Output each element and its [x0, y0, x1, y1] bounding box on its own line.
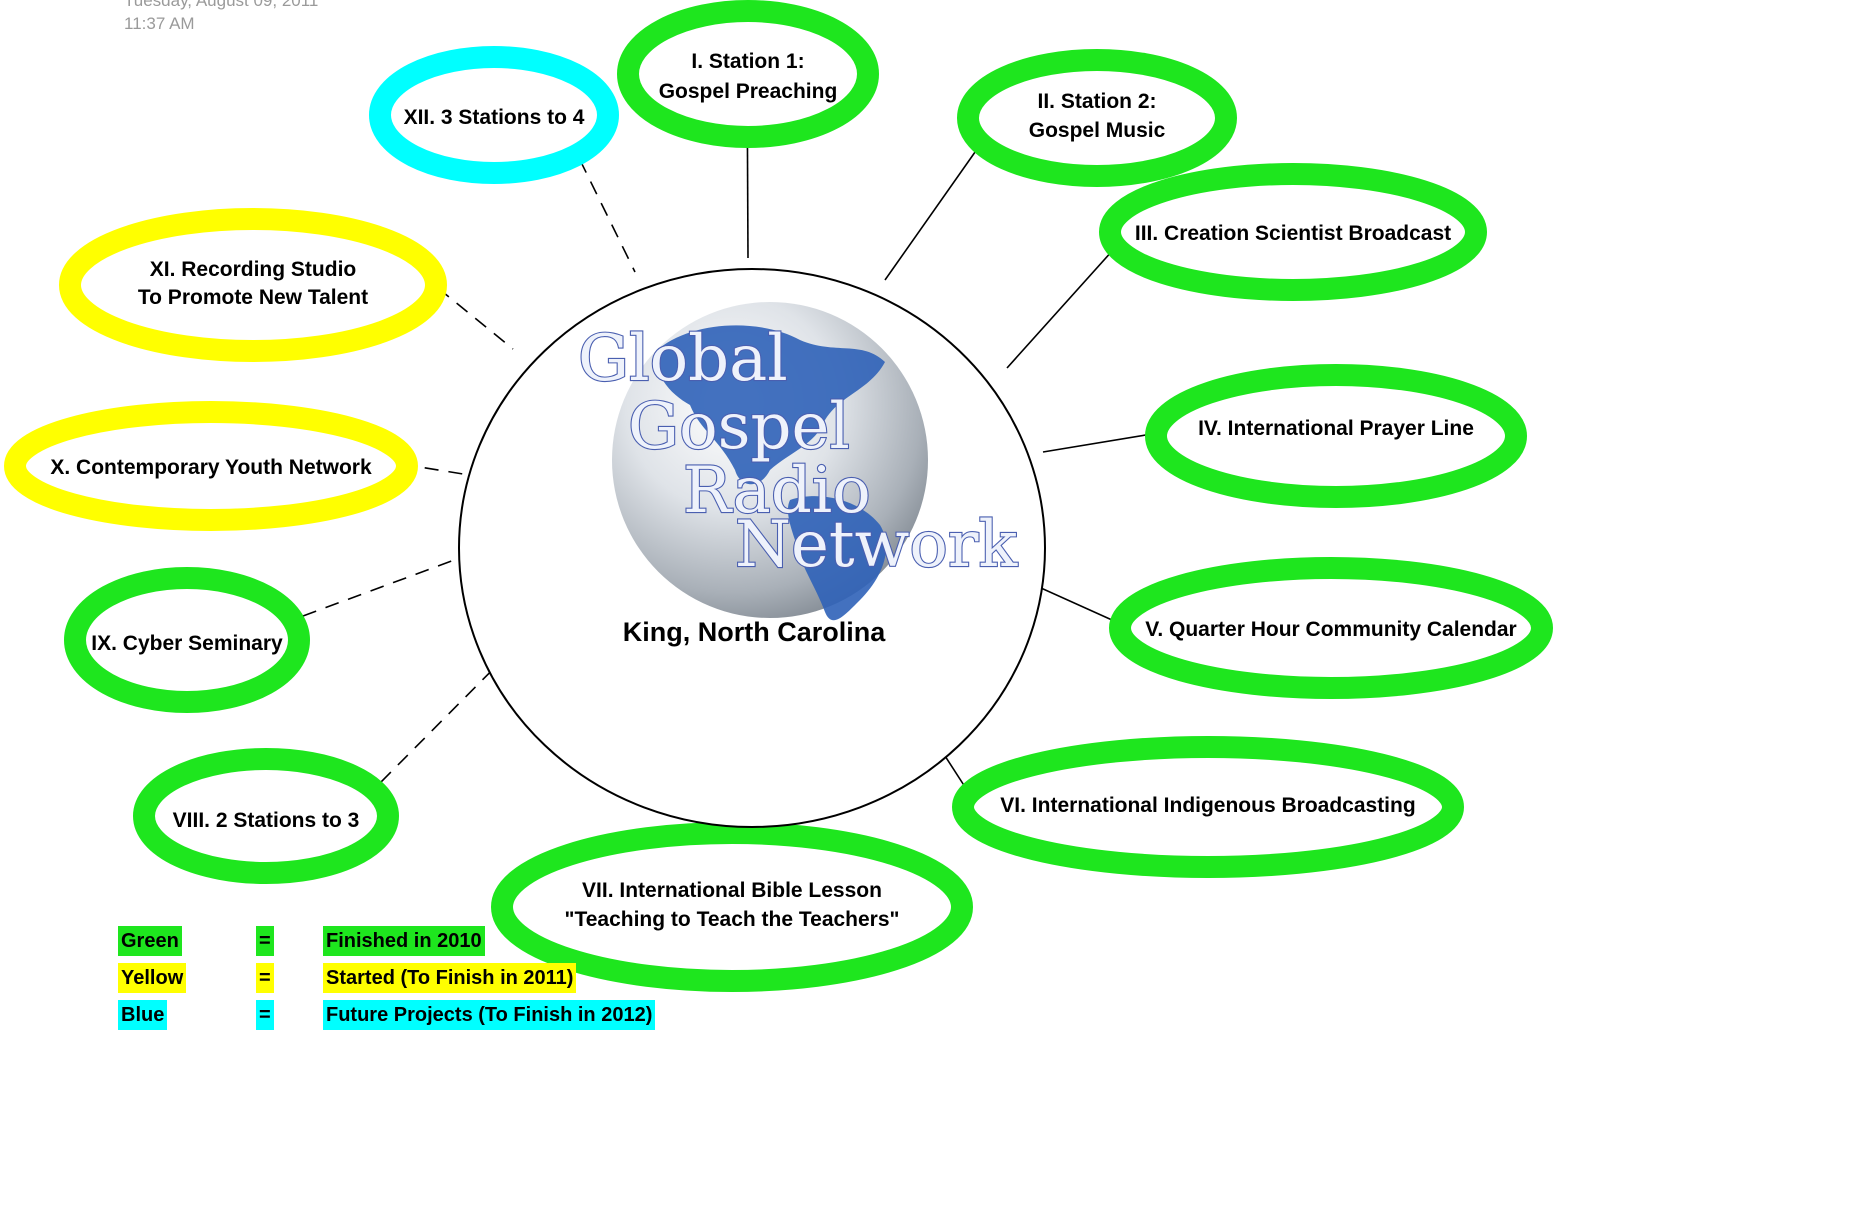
node-label-line: XII. 3 Stations to 4: [404, 106, 585, 129]
node-xii: XII. 3 Stations to 4: [369, 46, 619, 184]
node-x: X. Contemporary Youth Network: [4, 401, 418, 531]
connector-xi: [437, 287, 514, 350]
node-label-line: X. Contemporary Youth Network: [50, 456, 372, 479]
date-stamp: Tuesday, August 09, 2011: [124, 0, 319, 10]
node-label-line: XI. Recording Studio: [150, 258, 357, 281]
node-label-line: VI. International Indigenous Broadcastin…: [1000, 794, 1415, 817]
node-ring: [1145, 364, 1527, 508]
legend-color-name: Green: [118, 926, 182, 956]
central-hub: Global Gospel Radio Network King, North …: [458, 268, 1046, 828]
legend-equals: =: [256, 926, 274, 956]
node-iv: IV. International Prayer Line: [1145, 364, 1527, 508]
legend-color-name: Yellow: [118, 963, 187, 993]
connector-ii: [884, 144, 981, 281]
node-i: I. Station 1: Gospel Preaching: [617, 0, 879, 148]
node-iii: III. Creation Scientist Broadcast: [1099, 163, 1487, 301]
node-label-line: To Promote New Talent: [138, 286, 368, 309]
connector-ix: [302, 548, 485, 617]
logo-word-network: Network: [735, 508, 1019, 582]
legend-meaning: Started (To Finish in 2011): [323, 963, 577, 993]
node-label-line: IV. International Prayer Line: [1198, 417, 1474, 440]
node-label-line: Gospel Music: [1029, 119, 1166, 142]
logo-word-gospel: Gospel: [628, 390, 850, 464]
node-v: V. Quarter Hour Community Calendar: [1109, 557, 1553, 699]
node-ellipses: I. Station 1: Gospel Preaching II. Station…: [4, 0, 1553, 992]
node-label-line: III. Creation Scientist Broadcast: [1135, 222, 1451, 245]
connector-xii: [579, 159, 636, 273]
legend-meaning: Finished in 2010: [323, 926, 485, 956]
node-label-line: II. Station 2:: [1037, 90, 1156, 113]
logo-word-global: Global: [578, 322, 788, 396]
legend-equals: =: [256, 963, 274, 993]
node-ring: [64, 567, 310, 713]
node-label-line: I. Station 1:: [691, 50, 804, 73]
node-label-line: Gospel Preaching: [659, 80, 838, 103]
node-label-line: VIII. 2 Stations to 3: [173, 809, 360, 832]
node-ring: [59, 208, 447, 362]
node-vii: VII. International Bible Lesson "Teaching…: [491, 822, 973, 992]
node-ring: [1109, 557, 1553, 699]
connector-viii: [380, 621, 541, 783]
node-label-line: IX. Cyber Seminary: [91, 632, 283, 655]
legend-equals: =: [256, 1000, 274, 1030]
logo-word-radio: Radio: [683, 454, 871, 528]
north-america-shape: [655, 325, 885, 485]
node-label-line: V. Quarter Hour Community Calendar: [1145, 618, 1516, 641]
node-ii: II. Station 2: Gospel Music: [957, 49, 1237, 187]
node-xi: XI. Recording Studio To Promote New Talen…: [59, 208, 447, 362]
node-ring: [957, 49, 1237, 187]
legend-meaning: Future Projects (To Finish in 2012): [323, 1000, 656, 1030]
globe-logo: Global Gospel Radio Network: [577, 302, 1020, 621]
legend-color-name: Blue: [118, 1000, 168, 1030]
node-ring: [1099, 163, 1487, 301]
south-america-shape: [787, 496, 887, 621]
node-ring: [952, 736, 1464, 878]
node-ring: [369, 46, 619, 184]
node-label-line: "Teaching to Teach the Teachers": [565, 908, 900, 931]
node-vi: VI. International Indigenous Broadcastin…: [952, 736, 1464, 878]
node-ring: [617, 0, 879, 148]
location-label: King, North Carolina: [623, 617, 886, 647]
node-ring: [4, 401, 418, 531]
node-label-line: VII. International Bible Lesson: [582, 879, 882, 902]
node-ring: [133, 748, 399, 884]
node-ix: IX. Cyber Seminary: [64, 567, 310, 713]
node-viii: VIII. 2 Stations to 3: [133, 748, 399, 884]
connector-iii: [1006, 239, 1123, 369]
connector-iv: [1042, 431, 1165, 453]
time-stamp: 11:37 AM: [124, 14, 195, 33]
node-ring: [491, 822, 973, 992]
